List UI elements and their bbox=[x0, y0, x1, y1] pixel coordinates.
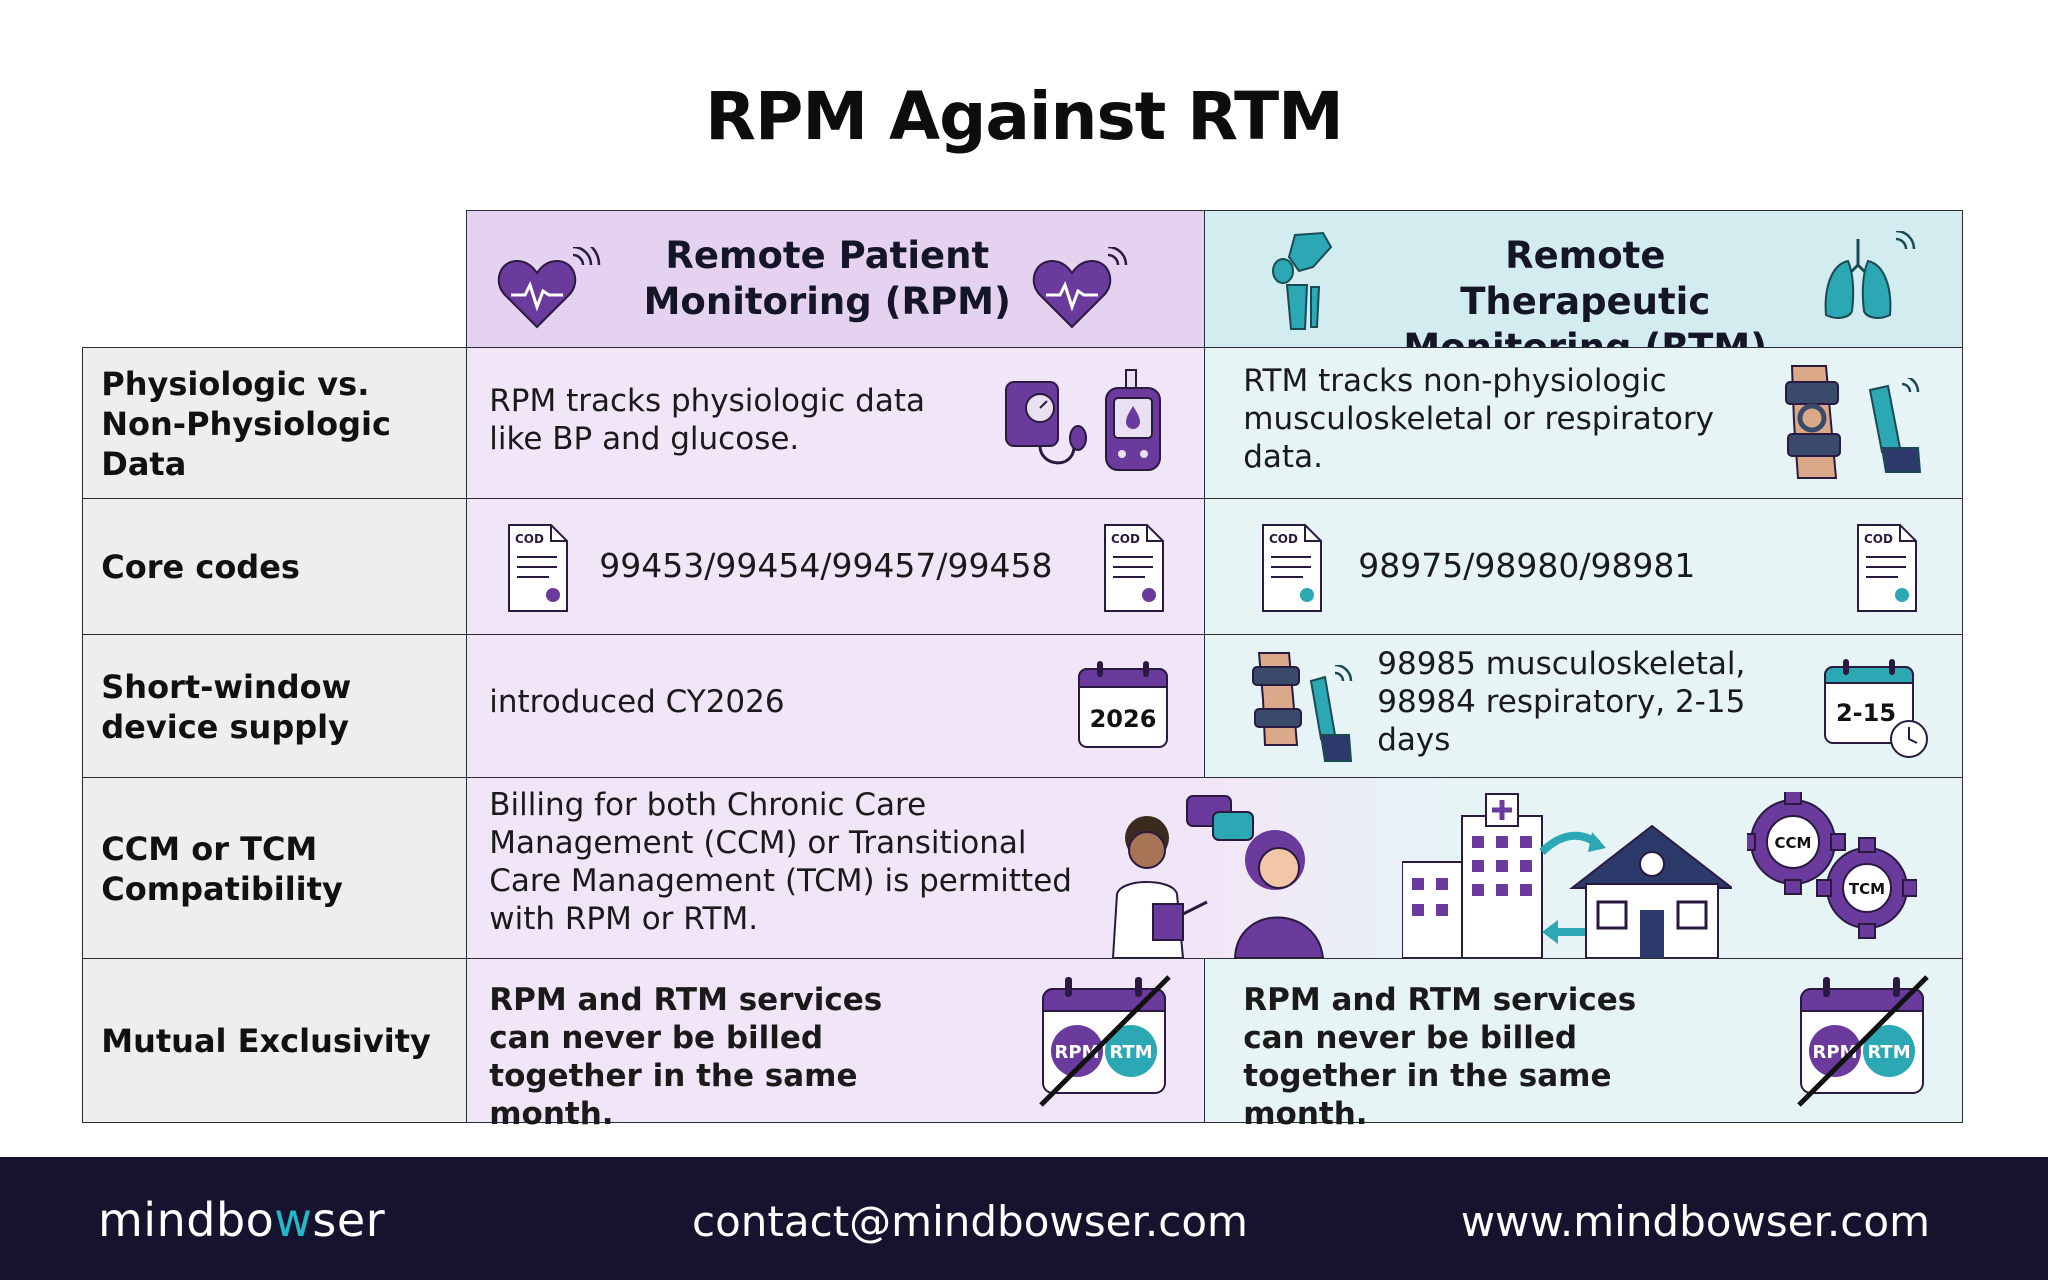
calendar-icon: 2026 bbox=[1078, 661, 1169, 749]
inhaler-icon bbox=[1310, 665, 1353, 763]
no-double-billing-icon: RPM RTM bbox=[1039, 975, 1172, 1108]
rpm-core-codes-text: 99453/99454/99457/99458 bbox=[599, 546, 1053, 586]
website-link[interactable]: www.mindbowser.com bbox=[1460, 1197, 1930, 1246]
doc-tag-text: COD bbox=[1111, 532, 1140, 546]
heart-signal-icon bbox=[1033, 247, 1128, 329]
doc-tag-text: COD bbox=[1269, 532, 1298, 546]
rpm-column-header: Remote Patient Monitoring (RPM) bbox=[466, 210, 1206, 349]
glucose-meter-icon bbox=[1105, 369, 1162, 472]
rpm-core-codes-cell: COD 99453/99454/99457/99458 COD bbox=[466, 498, 1206, 636]
rtm-column-header: Remote Therapeutic Monitoring (RTM) bbox=[1204, 210, 1963, 369]
rtm-exclusivity-cell: RPM and RTM services can never be billed… bbox=[1204, 958, 1963, 1132]
document-code-icon: COD bbox=[1262, 524, 1323, 613]
document-code-icon: COD bbox=[1857, 524, 1918, 613]
brand-logo: mindbowser bbox=[98, 1193, 386, 1247]
calendar-clock-icon: 2-15 bbox=[1824, 659, 1929, 759]
page-title: RPM Against RTM bbox=[705, 78, 1344, 155]
blood-pressure-monitor-icon bbox=[1005, 381, 1088, 465]
rtm-data-type-cell: RTM tracks non-physiologic musculoskelet… bbox=[1204, 347, 1963, 500]
calendar-range-text: 2-15 bbox=[1836, 699, 1896, 727]
rpm-exclusivity-text: RPM and RTM services can never be billed… bbox=[489, 982, 883, 1133]
table-corner bbox=[82, 210, 468, 349]
rpm-device-supply-cell: introduced CY2026 2026 bbox=[466, 634, 1206, 779]
rtm-exclusivity-text: RPM and RTM services can never be billed… bbox=[1243, 982, 1637, 1133]
no-double-billing-icon: RPM RTM bbox=[1797, 975, 1930, 1108]
rtm-device-supply-cell: 98985 musculoskeletal, 98984 respiratory… bbox=[1204, 634, 1963, 779]
rtm-core-codes-cell: COD 98975/98980/98981 COD bbox=[1204, 498, 1963, 636]
doc-tag-text: COD bbox=[1864, 532, 1893, 546]
knee-brace-icon bbox=[1252, 652, 1303, 747]
badge-rtm-text: RTM bbox=[1110, 1042, 1153, 1063]
gear-ccm-text: CCM bbox=[1775, 834, 1812, 852]
ccm-tcm-text: Billing for both Chronic Care Management… bbox=[489, 787, 1072, 938]
lungs-icon bbox=[1824, 231, 1916, 320]
row-label-mutual-exclusivity: Mutual Exclusivity bbox=[82, 958, 468, 1123]
heart-signal-icon bbox=[498, 247, 601, 329]
ccm-tcm-merged-cell: Billing for both Chronic Care Management… bbox=[466, 777, 1963, 960]
rtm-device-supply-text: 98985 musculoskeletal, 98984 respiratory… bbox=[1377, 646, 1746, 759]
badge-rtm-text: RTM bbox=[1868, 1042, 1911, 1063]
doc-tag-text: COD bbox=[515, 532, 544, 546]
contact-email[interactable]: contact@mindbowser.com bbox=[692, 1197, 1248, 1246]
document-code-icon: COD bbox=[1104, 524, 1165, 613]
knee-joint-icon bbox=[1272, 232, 1333, 331]
row-label-data-type: Physiologic vs. Non-Physiologic Data bbox=[82, 347, 468, 500]
rtm-data-type-text: RTM tracks non-physiologic musculoskelet… bbox=[1243, 363, 1714, 476]
gear-tcm-text: TCM bbox=[1849, 880, 1885, 898]
footer-bar: mindbowser contact@mindbowser.com www.mi… bbox=[0, 1157, 2048, 1280]
row-label-core-codes: Core codes bbox=[82, 498, 468, 636]
doctor-patient-illustration bbox=[1112, 795, 1325, 959]
rpm-data-type-cell: RPM tracks physiologic data like BP and … bbox=[466, 347, 1206, 500]
calendar-year-text: 2026 bbox=[1090, 705, 1157, 733]
row-label-ccm-tcm: CCM or TCM Compatibility bbox=[82, 777, 468, 960]
gears-icon: CCM TCM bbox=[1747, 792, 1918, 940]
row-label-device-supply: Short-window device supply bbox=[82, 634, 468, 779]
rpm-data-type-text: RPM tracks physiologic data like BP and … bbox=[489, 383, 925, 458]
document-code-icon: COD bbox=[508, 524, 569, 613]
hospital-home-illustration bbox=[1402, 793, 1733, 960]
rpm-header-title: Remote Patient Monitoring (RPM) bbox=[643, 234, 1011, 324]
knee-brace-icon bbox=[1785, 365, 1842, 480]
comparison-table: Remote Patient Monitoring (RPM) Remote T… bbox=[82, 210, 1963, 1132]
rpm-exclusivity-cell: RPM and RTM services can never be billed… bbox=[466, 958, 1206, 1132]
rpm-device-supply-text: introduced CY2026 bbox=[489, 684, 785, 721]
rtm-core-codes-text: 98975/98980/98981 bbox=[1358, 546, 1696, 586]
inhaler-icon bbox=[1869, 378, 1922, 474]
